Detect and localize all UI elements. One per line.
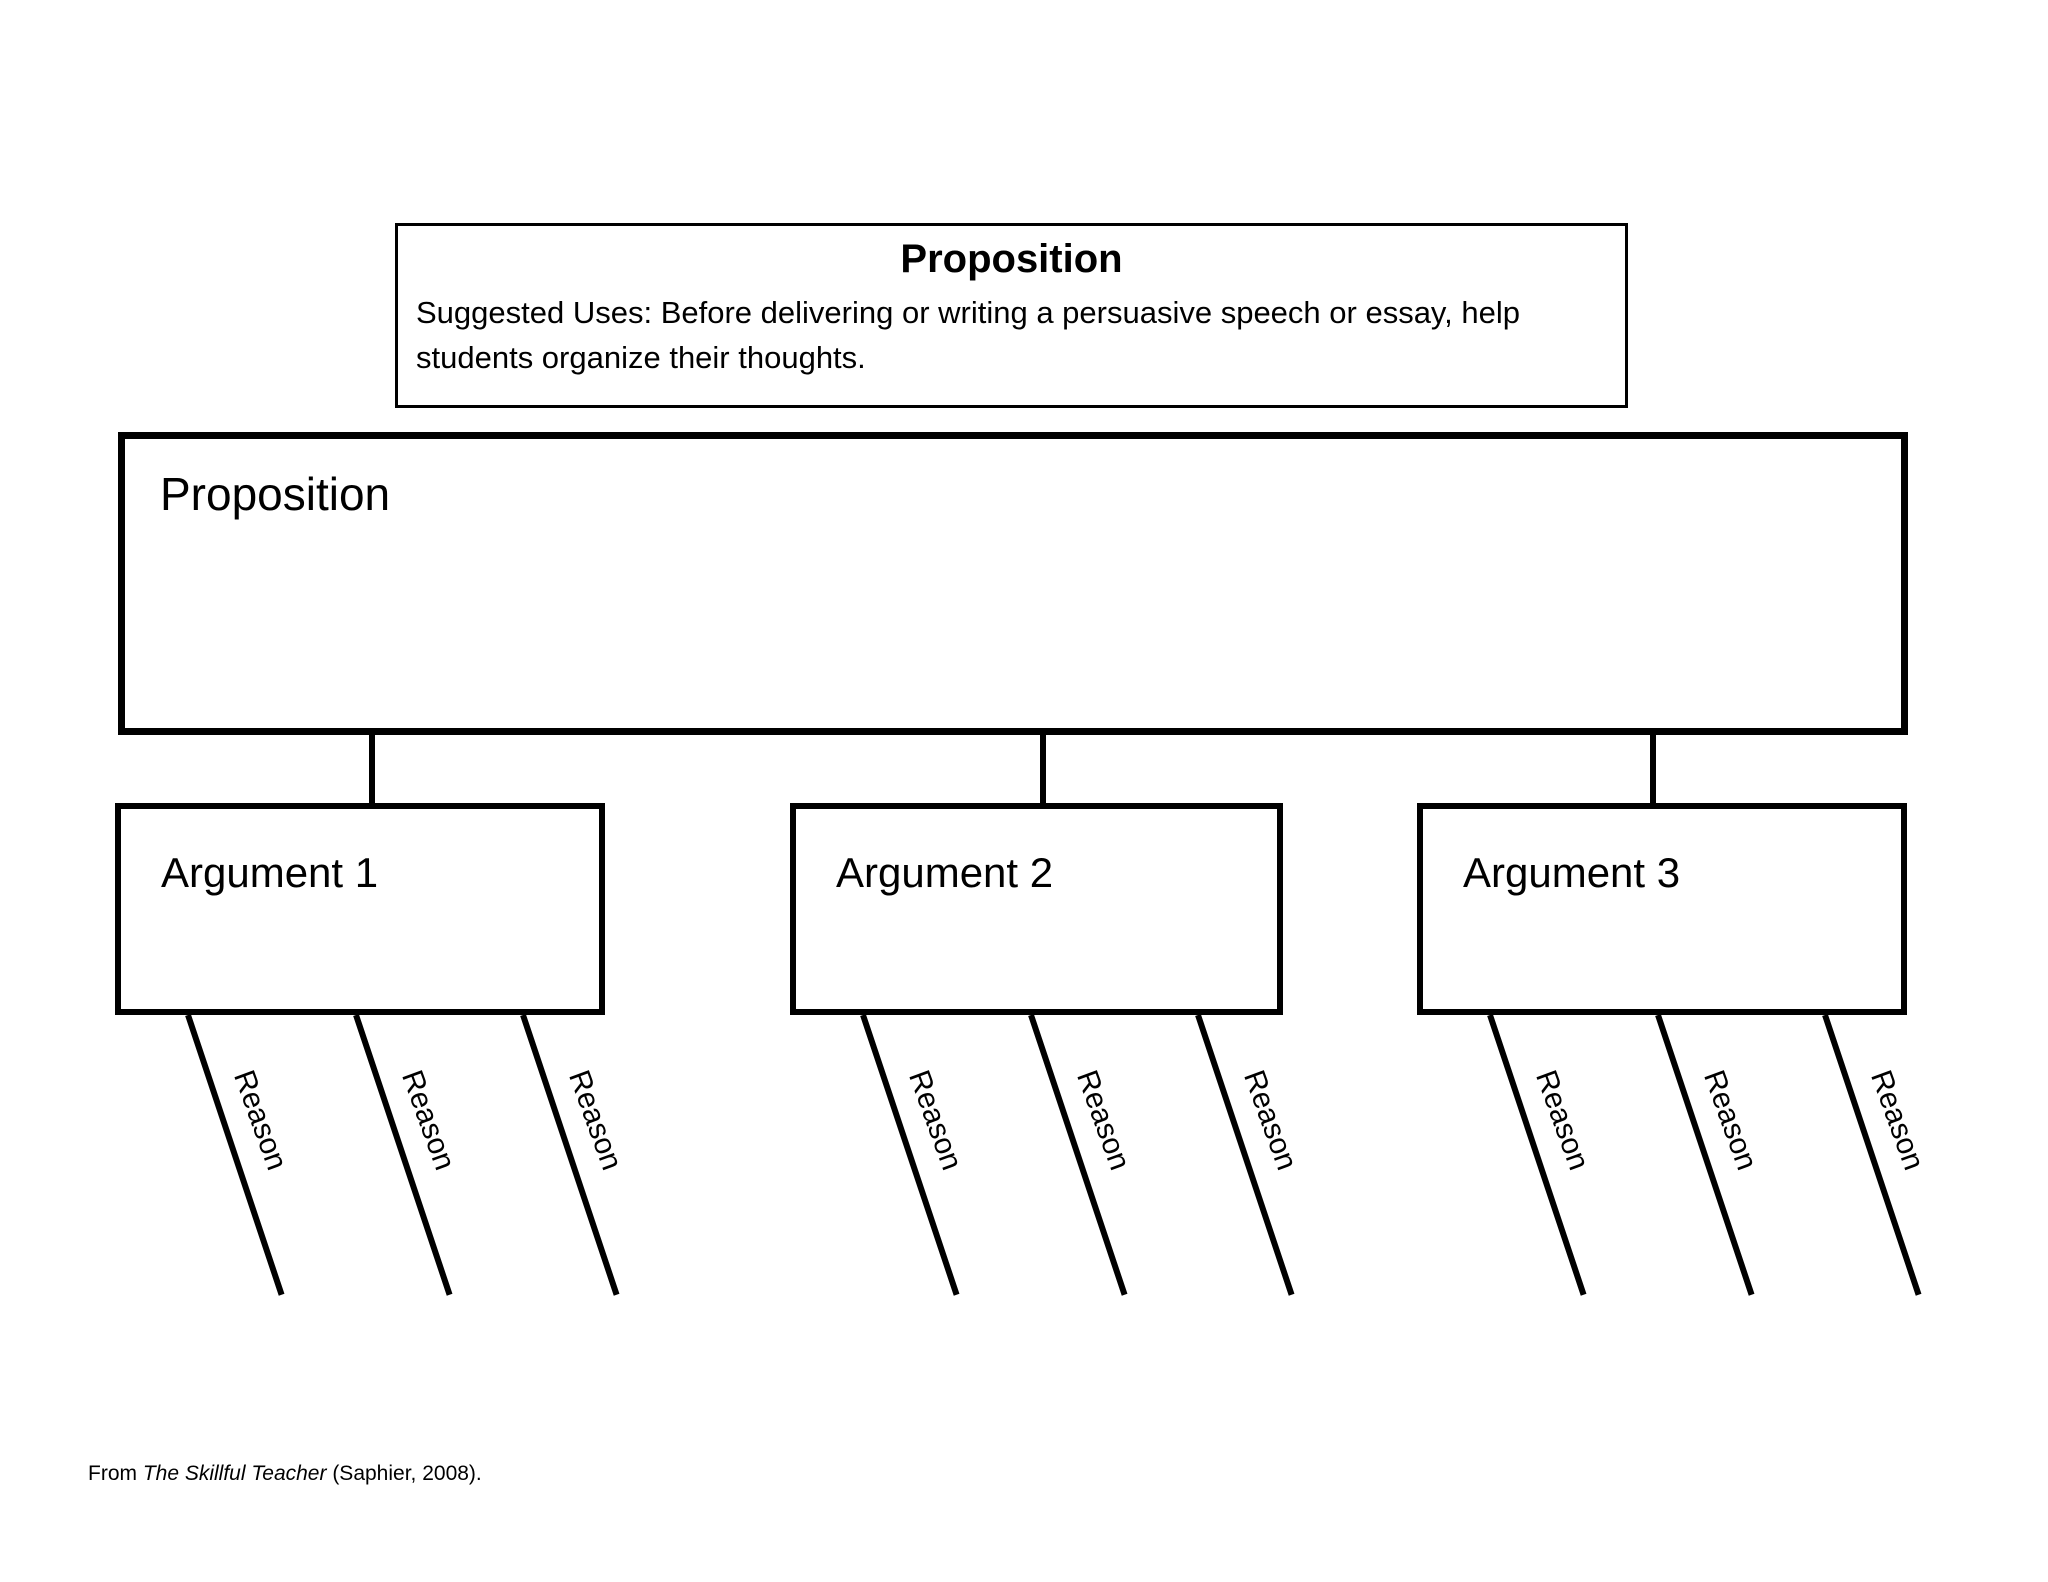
argument-box-2: Argument 2 bbox=[790, 803, 1283, 1015]
connector-line-2 bbox=[1040, 735, 1046, 803]
argument-box-3: Argument 3 bbox=[1417, 803, 1907, 1015]
citation-prefix: From bbox=[88, 1462, 143, 1485]
citation-suffix: (Saphier, 2008). bbox=[326, 1462, 482, 1485]
connector-line-3 bbox=[1650, 735, 1656, 803]
argument-label-3: Argument 3 bbox=[1463, 849, 1681, 896]
proposition-label: Proposition bbox=[160, 468, 391, 520]
argument-box-1: Argument 1 bbox=[115, 803, 605, 1015]
argument-label-2: Argument 2 bbox=[836, 849, 1054, 896]
argument-label-1: Argument 1 bbox=[161, 849, 379, 896]
instruction-line-1: Suggested Uses: Before delivering or wri… bbox=[416, 295, 1520, 330]
instruction-line-2: students organize their thoughts. bbox=[416, 340, 866, 375]
connector-line-1 bbox=[369, 735, 375, 803]
proposition-box: Proposition bbox=[118, 432, 1908, 735]
instruction-box-title: Proposition bbox=[900, 237, 1123, 281]
instruction-box: Proposition Suggested Uses: Before deliv… bbox=[395, 223, 1628, 408]
citation: From The Skillful Teacher (Saphier, 2008… bbox=[88, 1460, 482, 1488]
citation-book-title: The Skillful Teacher bbox=[142, 1462, 327, 1485]
